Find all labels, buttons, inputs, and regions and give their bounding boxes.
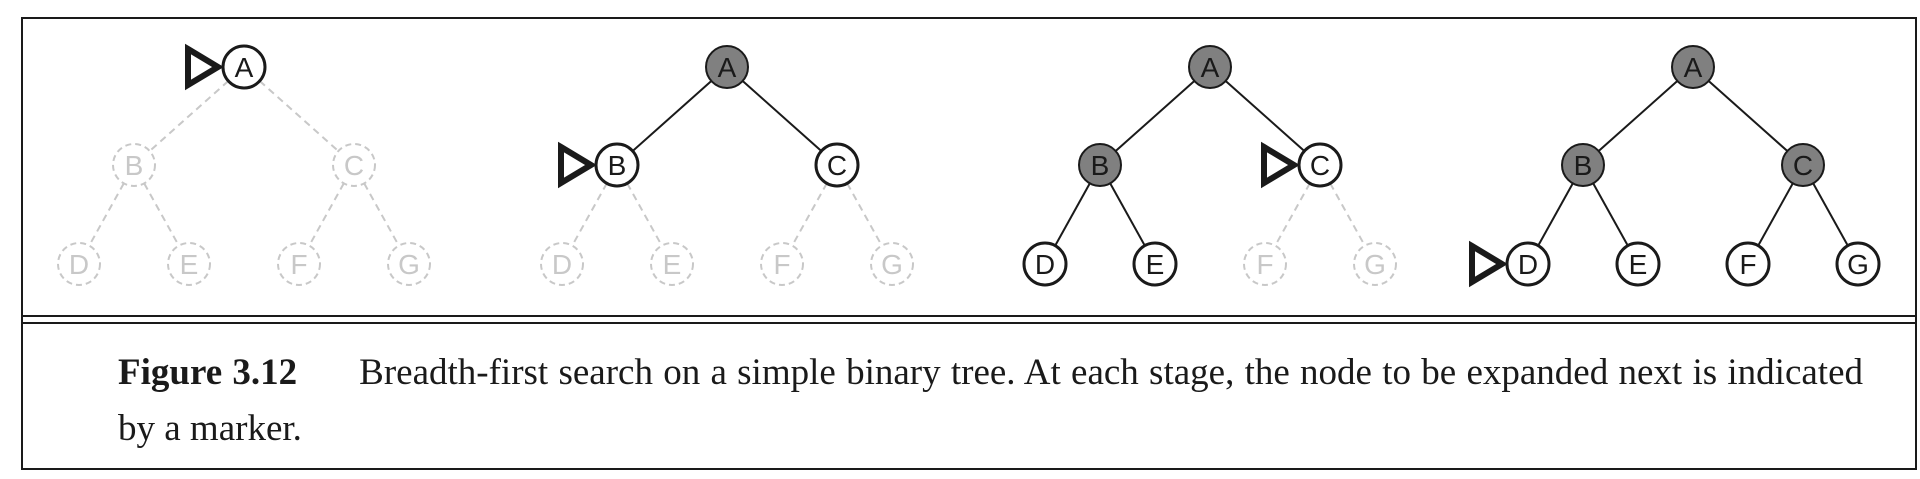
figure-frame: A B C D E F G A B C D E F G A B C D E F G A B C D E F G Figure 3.12… bbox=[21, 17, 1917, 470]
edge-C-F bbox=[308, 182, 345, 247]
node-label: C bbox=[1793, 150, 1813, 181]
node-label: D bbox=[1035, 249, 1055, 280]
node-c: C bbox=[1781, 143, 1825, 187]
node-label: A bbox=[1684, 52, 1703, 83]
node-f: F bbox=[277, 242, 321, 286]
caption-separator-top bbox=[23, 315, 1915, 317]
edge-B-E bbox=[626, 182, 663, 247]
node-e: E bbox=[1615, 241, 1661, 287]
node-label: G bbox=[881, 249, 903, 280]
node-f: F bbox=[1243, 242, 1287, 286]
edge-C-F bbox=[791, 182, 828, 247]
edge-C-G bbox=[846, 182, 883, 247]
node-g: G bbox=[1353, 242, 1397, 286]
node-e: E bbox=[1132, 241, 1178, 287]
node-label: E bbox=[180, 249, 199, 280]
node-label: G bbox=[1364, 249, 1386, 280]
node-label: F bbox=[1739, 249, 1756, 280]
node-label: F bbox=[1256, 249, 1273, 280]
node-f: F bbox=[1725, 241, 1771, 287]
node-label: G bbox=[1847, 249, 1869, 280]
node-d: D bbox=[540, 242, 584, 286]
edge-B-D bbox=[571, 182, 608, 247]
next-node-marker-icon bbox=[1261, 141, 1300, 189]
edge-C-G bbox=[1812, 182, 1849, 247]
bfs-diagram: A B C D E F G A B C D E F G A B C D E F G A B C D E F G bbox=[57, 43, 1881, 288]
next-node-marker-icon bbox=[185, 43, 224, 91]
edge-B-E bbox=[1592, 182, 1629, 247]
node-g: G bbox=[870, 242, 914, 286]
edge-A-C bbox=[1708, 80, 1788, 152]
node-b: B bbox=[594, 142, 640, 188]
node-label: E bbox=[1146, 249, 1165, 280]
node-label: B bbox=[125, 150, 144, 181]
node-g: G bbox=[1835, 241, 1881, 287]
node-label: A bbox=[1201, 52, 1220, 83]
edge-A-C bbox=[1225, 80, 1305, 152]
node-e: E bbox=[650, 242, 694, 286]
next-node-marker-icon bbox=[558, 141, 597, 189]
node-c: C bbox=[332, 143, 376, 187]
node-label: E bbox=[663, 249, 682, 280]
edge-A-B bbox=[1115, 80, 1195, 152]
edge-B-E bbox=[143, 182, 180, 247]
node-label: C bbox=[1310, 150, 1330, 181]
node-f: F bbox=[760, 242, 804, 286]
node-c: C bbox=[1297, 142, 1343, 188]
node-d: D bbox=[1505, 241, 1551, 287]
edge-C-F bbox=[1274, 182, 1311, 247]
edge-C-F bbox=[1757, 182, 1794, 247]
edge-C-G bbox=[1329, 182, 1366, 247]
edge-B-D bbox=[1537, 182, 1574, 247]
node-d: D bbox=[1022, 241, 1068, 287]
caption-text: Breadth-first search on a simple binary … bbox=[118, 352, 1863, 449]
node-label: D bbox=[1518, 249, 1538, 280]
stage-2: A B C D E F G bbox=[540, 45, 914, 286]
node-label: E bbox=[1629, 249, 1648, 280]
edge-B-D bbox=[88, 182, 125, 247]
node-label: F bbox=[290, 249, 307, 280]
stage-4: A B C D E F G bbox=[1469, 45, 1881, 288]
node-label: B bbox=[1091, 150, 1110, 181]
next-node-marker-icon bbox=[1469, 240, 1508, 288]
node-b: B bbox=[1561, 143, 1605, 187]
node-b: B bbox=[112, 143, 156, 187]
node-label: F bbox=[773, 249, 790, 280]
node-label: A bbox=[718, 52, 737, 83]
node-label: A bbox=[235, 52, 254, 83]
caption-separator-bottom bbox=[23, 322, 1915, 324]
node-g: G bbox=[387, 242, 431, 286]
node-e: E bbox=[167, 242, 211, 286]
edge-A-B bbox=[1598, 80, 1678, 152]
node-label: C bbox=[344, 150, 364, 181]
stage-1: A B C D E F G bbox=[57, 43, 431, 286]
node-label: D bbox=[552, 249, 572, 280]
node-a: A bbox=[1188, 45, 1232, 89]
edge-A-C bbox=[259, 80, 339, 152]
node-b: B bbox=[1078, 143, 1122, 187]
node-label: C bbox=[827, 150, 847, 181]
edge-C-G bbox=[363, 182, 400, 247]
stage-3: A B C D E F G bbox=[1022, 45, 1397, 287]
edge-A-B bbox=[149, 80, 229, 152]
node-d: D bbox=[57, 242, 101, 286]
node-label: B bbox=[608, 150, 627, 181]
edge-B-D bbox=[1054, 182, 1091, 247]
figure-label: Figure 3.12 bbox=[118, 352, 298, 393]
edge-B-E bbox=[1109, 182, 1146, 247]
node-a: A bbox=[221, 44, 267, 90]
node-label: B bbox=[1574, 150, 1593, 181]
edge-A-B bbox=[632, 80, 712, 152]
node-label: G bbox=[398, 249, 420, 280]
node-label: D bbox=[69, 249, 89, 280]
edge-A-C bbox=[742, 80, 822, 152]
node-c: C bbox=[814, 142, 860, 188]
node-a: A bbox=[1671, 45, 1715, 89]
node-a: A bbox=[705, 45, 749, 89]
